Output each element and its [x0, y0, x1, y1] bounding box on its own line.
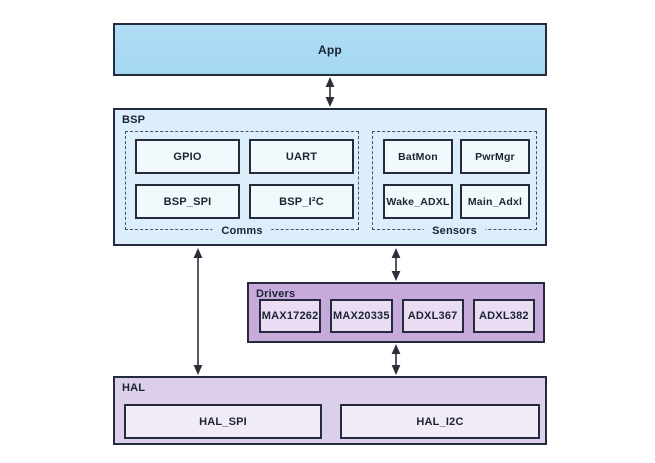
arrow-app-bsp	[325, 77, 335, 107]
app-layer-box: App	[113, 23, 547, 76]
bsp-spi-block: BSP_SPI	[135, 184, 240, 219]
hal-layer-box: HAL HAL_SPI HAL_I2C	[113, 376, 547, 445]
hal-i2c-block: HAL_I2C	[340, 404, 540, 439]
adxl382-block: ADXL382	[472, 299, 535, 333]
hal-layer-label: HAL	[122, 382, 146, 394]
drivers-row: MAX17262 MAX20335 ADXL367 ADXL382	[259, 299, 535, 333]
adxl367-block: ADXL367	[401, 299, 464, 333]
bsp-layer-label: BSP	[122, 114, 146, 126]
arrow-drivers-hal	[391, 344, 401, 375]
batmon-block: BatMon	[383, 139, 453, 174]
pwrmgr-block: PwrMgr	[460, 139, 530, 174]
bsp-layer-box: BSP GPIO UART BSP_SPI BSP_I²C Comms BatM…	[113, 108, 547, 246]
gpio-block: GPIO	[135, 139, 240, 174]
hal-spi-block: HAL_SPI	[124, 404, 322, 439]
bsp-i2c-block: BSP_I²C	[249, 184, 354, 219]
comms-group: GPIO UART BSP_SPI BSP_I²C Comms	[125, 131, 359, 237]
max17262-block: MAX17262	[259, 299, 322, 333]
app-layer-label: App	[318, 42, 342, 57]
sensors-group: BatMon PwrMgr Wake_ADXL Main_Adxl Sensor…	[372, 131, 537, 237]
uart-block: UART	[249, 139, 354, 174]
arrow-bsp-drivers	[391, 248, 401, 281]
comms-group-label: Comms	[212, 225, 272, 237]
arrow-bsp-hal	[193, 248, 203, 375]
max20335-block: MAX20335	[330, 299, 393, 333]
drivers-layer-label: Drivers	[256, 288, 296, 300]
drivers-layer-box: Drivers MAX17262 MAX20335 ADXL367 ADXL38…	[247, 282, 545, 343]
main-adxl-block: Main_Adxl	[460, 184, 530, 219]
sensors-group-label: Sensors	[423, 225, 486, 237]
wake-adxl-block: Wake_ADXL	[383, 184, 453, 219]
